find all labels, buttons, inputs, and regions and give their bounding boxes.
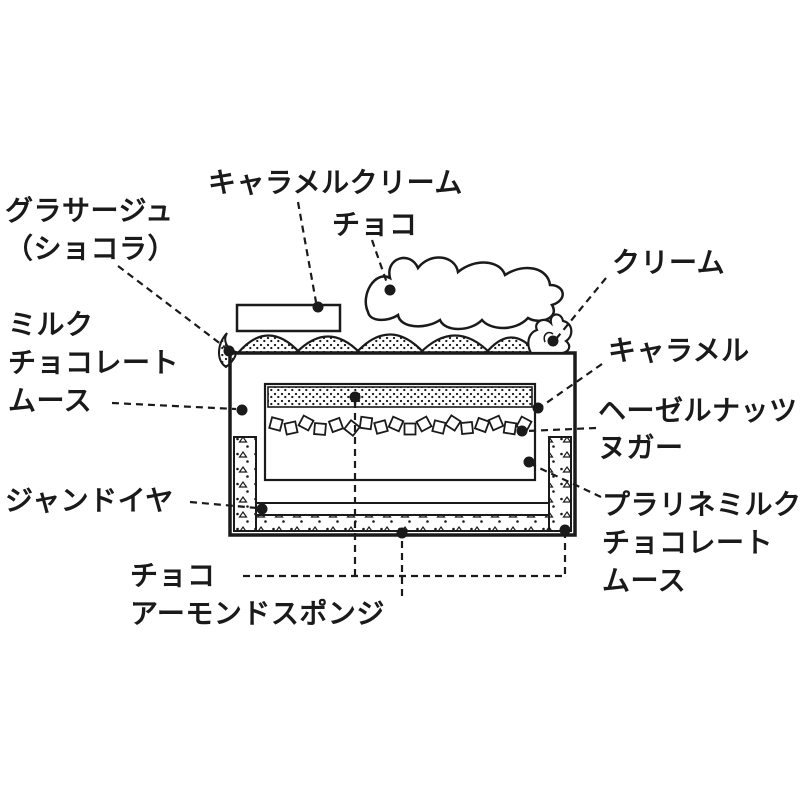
label-praline-line3: ムース: [602, 564, 686, 597]
chocolate-plaque: [235, 303, 342, 333]
dot-cream: [547, 335, 559, 347]
nougat-piece: [403, 422, 417, 436]
dot-hazelnut-nougat: [516, 425, 528, 437]
caramel-band: [267, 386, 533, 408]
glazed-mound: [235, 334, 303, 355]
nougat-piece: [373, 419, 389, 435]
leader-glacage: [117, 265, 227, 349]
nougat-piece: [358, 415, 374, 431]
label-hazelnut-line2: ヌガー: [598, 431, 684, 464]
top-decorations: [218, 256, 573, 369]
label-milk-mousse-line2: チョコレート: [8, 346, 179, 379]
nougat-piece: [473, 416, 491, 434]
dot-choco-bottom-lower: [559, 524, 571, 536]
label-hazelnut-line1: ヘーゼルナッツ: [598, 394, 798, 427]
sponge-strip-left: [233, 436, 257, 532]
dot-glacage: [223, 345, 235, 357]
glazed-mound: [417, 334, 493, 355]
nougat-piece: [444, 414, 462, 432]
nougat-piece: [387, 415, 405, 433]
gianduja-band: [255, 502, 550, 516]
leader-cream: [555, 277, 607, 340]
dot-gianduja: [256, 503, 268, 515]
leader-caramel-cream: [296, 201, 318, 303]
leader-milk-mousse: [111, 401, 237, 411]
label-choco-top: チョコ: [332, 208, 418, 241]
leader-choco-bottom: [243, 533, 567, 578]
label-choco-bottom: チョコ: [130, 559, 216, 592]
cake-body: [228, 351, 577, 537]
label-gianduja: ジャンドイヤ: [5, 484, 174, 517]
label-glacage-line2: （ショコラ）: [5, 232, 176, 265]
label-caramel-cream: キャラメルクリーム: [208, 166, 463, 199]
label-glacage-line1: グラサージュ: [5, 194, 173, 227]
leader-dots: [223, 284, 571, 539]
dot-milk-mousse: [236, 404, 248, 416]
nougat-piece: [487, 414, 505, 432]
leader-caramel: [541, 363, 603, 407]
label-milk-mousse-line3: ムース: [8, 384, 92, 417]
dot-caramel-cream: [312, 301, 324, 313]
sponge-strip-right: [548, 436, 572, 532]
label-cream: クリーム: [612, 246, 725, 279]
label-caramel: キャラメル: [608, 334, 750, 367]
nougat-piece: [459, 420, 475, 436]
label-praline-line1: プラリネミルク: [602, 488, 800, 521]
nougat-piece: [283, 420, 299, 436]
cream-swirl-curl: [543, 331, 554, 343]
dot-almond-sponge: [396, 527, 408, 539]
leader-lines: [111, 201, 607, 596]
glazed-mound: [293, 335, 363, 355]
cream-swirl: [527, 313, 573, 355]
leader-praline-mousse: [532, 464, 602, 498]
glazed-mounds: [235, 333, 539, 355]
nougat-piece: [431, 419, 447, 435]
nougat-piece: [415, 415, 433, 433]
label-almond-sponge: アーモンドスポンジ: [130, 597, 385, 630]
labels: キャラメルクリーム グラサージュ （ショコラ） チョコ クリーム ミルク チョコ…: [5, 166, 800, 630]
glazed-mound: [353, 333, 427, 355]
label-milk-mousse-line1: ミルク: [8, 308, 94, 341]
nougat-piece: [313, 422, 327, 436]
nougat-squares: [268, 414, 533, 437]
dot-choco-top: [384, 284, 396, 296]
nougat-piece: [327, 416, 345, 434]
label-praline-line2: チョコレート: [602, 526, 773, 559]
nougat-piece: [502, 420, 518, 436]
chocolate-decoration: [364, 256, 564, 331]
dot-caramel: [532, 402, 544, 414]
nougat-piece: [268, 416, 284, 432]
dot-praline-mousse: [523, 456, 535, 468]
dot-choco-bottom-upper: [349, 391, 361, 403]
leader-choco-top: [370, 239, 390, 287]
nougat-piece: [297, 414, 315, 432]
